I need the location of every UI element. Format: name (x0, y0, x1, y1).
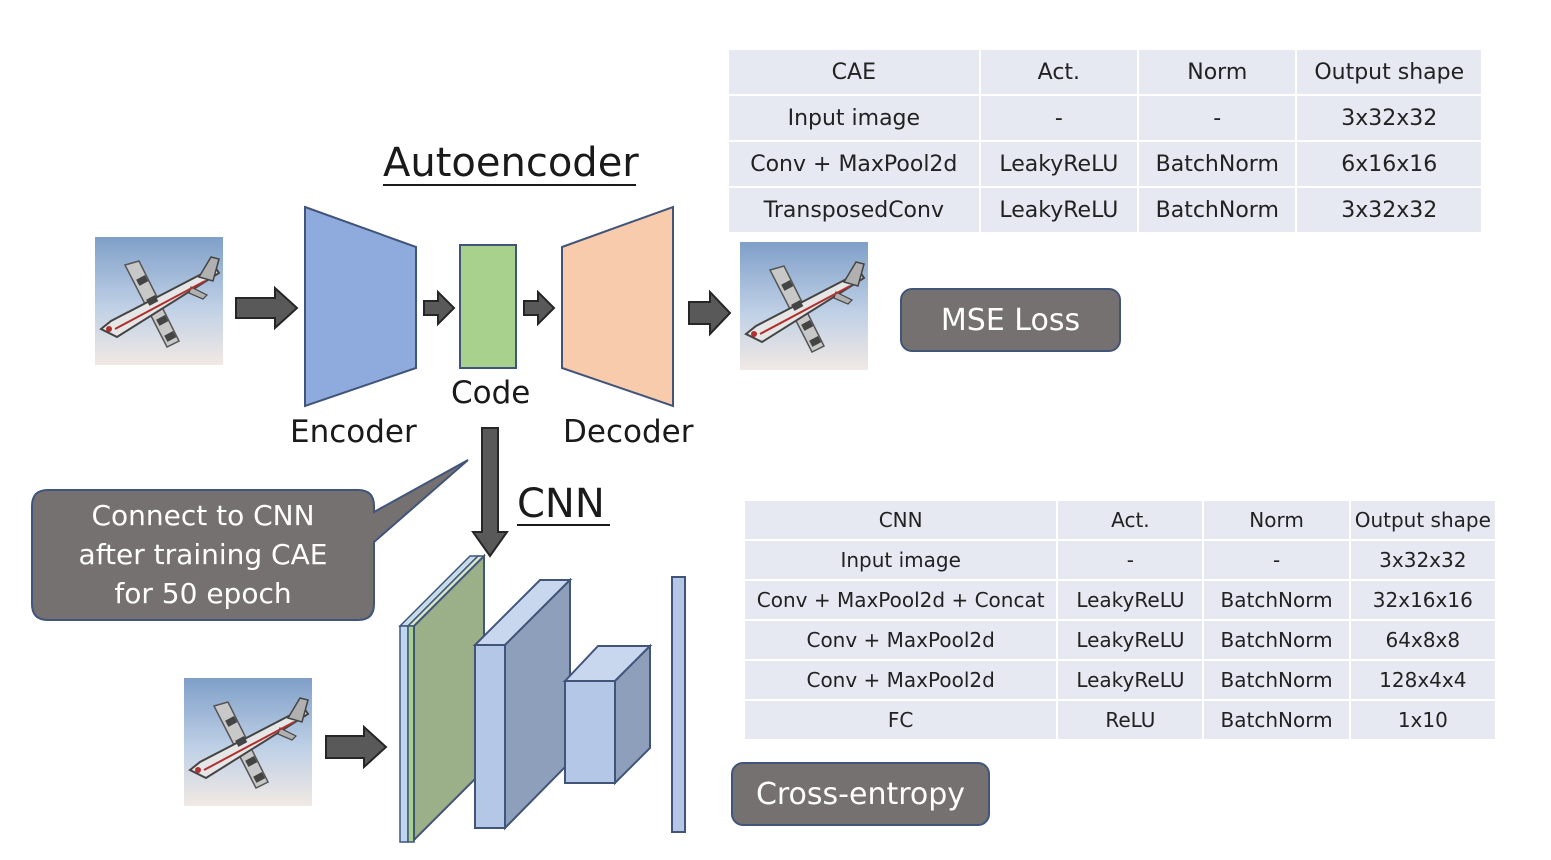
arrow-decoder-to-output (688, 289, 732, 337)
arrow-code-to-cnn (471, 427, 509, 558)
table-cell: 32x16x16 (1350, 581, 1495, 619)
table-cell: - (1058, 541, 1203, 579)
callout-line: after training CAE (78, 538, 328, 571)
table-cell: LeakyReLU (1058, 581, 1203, 619)
table-cell: LeakyReLU (1058, 621, 1203, 659)
table-cell: Input image (745, 541, 1057, 579)
mse-loss-box: MSE Loss (900, 288, 1121, 352)
table-cell: Conv + MaxPool2d + Concat (745, 581, 1057, 619)
cross-entropy-box: Cross-entropy (731, 762, 990, 826)
callout-bubble (31, 459, 469, 621)
table-row: Conv + MaxPool2d LeakyReLU BatchNorm 128… (745, 661, 1495, 699)
table-cell: FC (745, 701, 1057, 739)
table-header-cell: CAE (729, 50, 979, 94)
cnn-table: CNN Act. Norm Output shape Input image -… (743, 499, 1497, 741)
table-cell: 6x16x16 (1297, 142, 1481, 186)
callout-line: for 50 epoch (114, 577, 292, 610)
table-cell: BatchNorm (1204, 701, 1349, 739)
table-row: Conv + MaxPool2d + Concat LeakyReLU Batc… (745, 581, 1495, 619)
mse-loss-label: MSE Loss (940, 302, 1081, 338)
table-cell: LeakyReLU (980, 188, 1138, 232)
table-cell: Input image (729, 96, 979, 140)
cnn-block-3 (562, 643, 653, 786)
decoder-label: Decoder (563, 414, 694, 450)
cnn-title: CNN (517, 481, 605, 527)
cnn-fc-layer (671, 576, 686, 833)
table-cell: BatchNorm (1204, 661, 1349, 699)
table-cell: Conv + MaxPool2d (729, 142, 979, 186)
table-cell: 3x32x32 (1297, 188, 1481, 232)
arrow-cnn-input (325, 724, 388, 770)
table-cell: BatchNorm (1139, 142, 1296, 186)
table-header-cell: Norm (1139, 50, 1296, 94)
table-cell: BatchNorm (1204, 581, 1349, 619)
table-row: Conv + MaxPool2d LeakyReLU BatchNorm 64x… (745, 621, 1495, 659)
arrow-code-to-decoder (523, 289, 556, 327)
reconstructed-image (739, 241, 869, 371)
table-header-cell: Act. (980, 50, 1138, 94)
table-cell: Conv + MaxPool2d (745, 621, 1057, 659)
arrow-input-to-encoder (235, 285, 299, 331)
table-cell: ReLU (1058, 701, 1203, 739)
table-row: Conv + MaxPool2d LeakyReLU BatchNorm 6x1… (729, 142, 1481, 186)
table-cell: 3x32x32 (1350, 541, 1495, 579)
table-cell: TransposedConv (729, 188, 979, 232)
input-image (94, 236, 224, 366)
code-label: Code (451, 375, 531, 411)
table-header-cell: Norm (1204, 501, 1349, 539)
table-header-cell: CNN (745, 501, 1057, 539)
table-cell: LeakyReLU (980, 142, 1138, 186)
table-row: Input image - - 3x32x32 (745, 541, 1495, 579)
table-cell: - (1204, 541, 1349, 579)
arrow-encoder-to-code (423, 289, 456, 327)
callout-text: Connect to CNN after training CAE for 50… (36, 496, 370, 613)
table-cell: LeakyReLU (1058, 661, 1203, 699)
table-cell: 3x32x32 (1297, 96, 1481, 140)
encoder-label: Encoder (290, 414, 417, 450)
table-header-cell: Act. (1058, 501, 1203, 539)
autoencoder-title: Autoencoder (383, 140, 639, 186)
table-cell: - (980, 96, 1138, 140)
callout-line: Connect to CNN (91, 499, 315, 532)
table-cell: BatchNorm (1139, 188, 1296, 232)
table-row: FC ReLU BatchNorm 1x10 (745, 701, 1495, 739)
table-header-cell: Output shape (1297, 50, 1481, 94)
table-cell: - (1139, 96, 1296, 140)
table-cell: 128x4x4 (1350, 661, 1495, 699)
decoder-block (561, 205, 674, 408)
encoder-block (304, 205, 417, 408)
cae-table: CAE Act. Norm Output shape Input image -… (727, 48, 1483, 234)
cnn-block-2 (472, 577, 573, 831)
cnn-input-image (183, 677, 313, 807)
table-cell: 64x8x8 (1350, 621, 1495, 659)
table-cell: Conv + MaxPool2d (745, 661, 1057, 699)
cnn-feature-stack (398, 553, 486, 843)
cross-entropy-label: Cross-entropy (755, 776, 966, 812)
table-cell: BatchNorm (1204, 621, 1349, 659)
table-cell: 1x10 (1350, 701, 1495, 739)
table-header-row: CNN Act. Norm Output shape (745, 501, 1495, 539)
table-row: Input image - - 3x32x32 (729, 96, 1481, 140)
code-block (459, 244, 517, 369)
table-row: TransposedConv LeakyReLU BatchNorm 3x32x… (729, 188, 1481, 232)
table-header-cell: Output shape (1350, 501, 1495, 539)
table-header-row: CAE Act. Norm Output shape (729, 50, 1481, 94)
